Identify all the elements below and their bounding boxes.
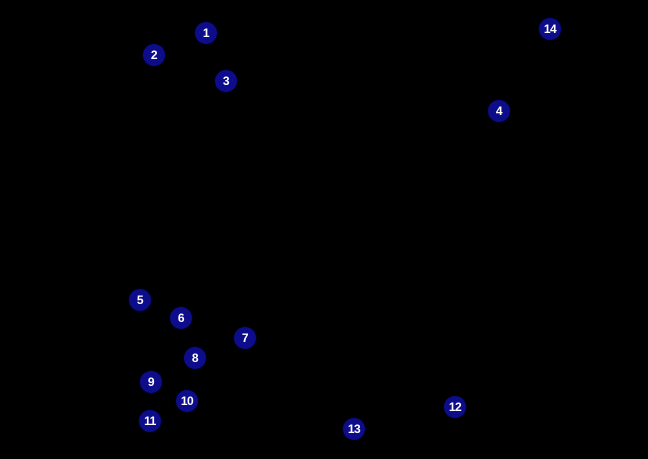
som-marker-6[interactable]: 6 xyxy=(170,307,192,329)
som-marker-10[interactable]: 10 xyxy=(176,390,198,412)
som-marker-8[interactable]: 8 xyxy=(184,347,206,369)
som-marker-11[interactable]: 11 xyxy=(139,410,161,432)
som-marker-5[interactable]: 5 xyxy=(129,289,151,311)
som-marker-2[interactable]: 2 xyxy=(143,44,165,66)
som-marker-14[interactable]: 14 xyxy=(539,18,561,40)
som-marker-4[interactable]: 4 xyxy=(488,100,510,122)
som-marker-7[interactable]: 7 xyxy=(234,327,256,349)
som-marker-13[interactable]: 13 xyxy=(343,418,365,440)
som-marker-3[interactable]: 3 xyxy=(215,70,237,92)
som-marker-1[interactable]: 1 xyxy=(195,22,217,44)
som-marker-9[interactable]: 9 xyxy=(140,371,162,393)
som-marker-12[interactable]: 12 xyxy=(444,396,466,418)
